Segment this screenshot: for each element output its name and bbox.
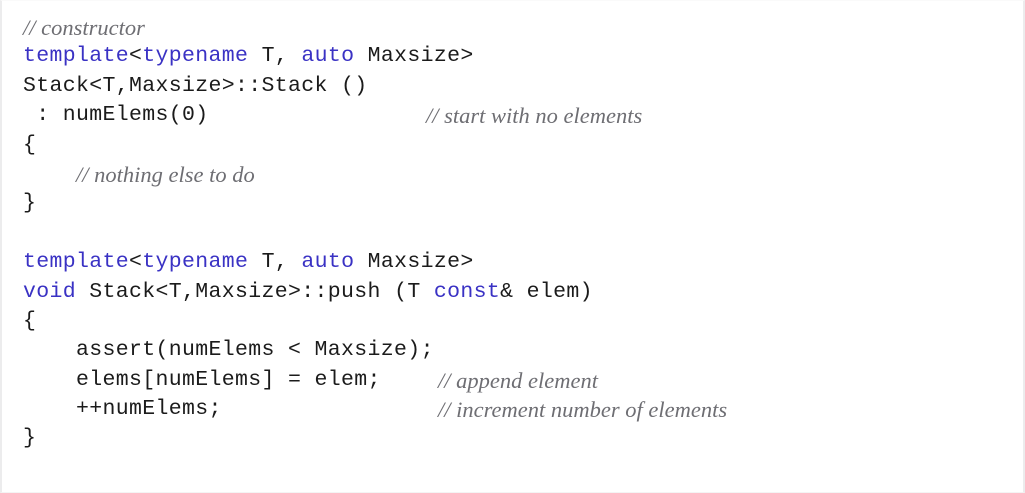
code-keyword: const	[433, 279, 501, 304]
code-text: assert(numElems < Maxsize);	[23, 338, 434, 363]
code-line: {	[2, 307, 1023, 336]
code-trailing-comment: // start with no elements	[426, 103, 643, 129]
code-indent	[23, 165, 76, 189]
code-text: elems[numElems] = elem;	[23, 367, 381, 392]
code-text: Maxsize>	[354, 250, 474, 275]
code-line: elems[numElems] = elem; // append element	[2, 366, 1023, 395]
code-line: template<typename T, auto Maxsize>	[2, 248, 1023, 277]
code-text: & elem)	[500, 279, 593, 304]
code-text: T,	[248, 250, 302, 275]
code-line: assert(numElems < Maxsize);	[2, 336, 1023, 365]
code-text: Stack<T,Maxsize>::Stack ()	[23, 73, 368, 98]
code-trailing-comment: // increment number of elements	[438, 397, 728, 423]
code-line: : numElems(0) // start with no elements	[2, 101, 1023, 130]
code-line	[2, 219, 1023, 248]
code-text: T,	[248, 44, 302, 69]
code-line: template<typename T, auto Maxsize>	[2, 42, 1023, 71]
code-text: <	[129, 250, 143, 275]
code-text: {	[23, 132, 37, 157]
code-text: }	[23, 191, 37, 216]
code-line: void Stack<T,Maxsize>::push (T const& el…	[2, 278, 1023, 307]
code-keyword: template	[23, 250, 130, 275]
code-text: {	[23, 308, 37, 333]
code-line: }	[2, 424, 1023, 453]
code-line: }	[2, 189, 1023, 218]
code-comment: // constructor	[23, 15, 145, 40]
code-keyword: typename	[142, 250, 249, 275]
code-line: Stack<T,Maxsize>::Stack ()	[2, 72, 1023, 101]
code-line: ++numElems; // increment number of elemen…	[2, 395, 1023, 424]
code-text: ++numElems;	[23, 397, 222, 422]
code-text: <	[129, 44, 143, 69]
code-comment: // nothing else to do	[76, 161, 255, 187]
code-text: Maxsize>	[354, 44, 474, 69]
code-trailing-comment: // append element	[438, 367, 598, 393]
code-keyword: template	[23, 44, 130, 69]
code-keyword: typename	[142, 44, 249, 69]
code-line: {	[2, 131, 1023, 160]
code-keyword: auto	[301, 44, 355, 69]
code-text: }	[23, 426, 37, 451]
code-keyword: auto	[301, 250, 355, 275]
code-line: // nothing else to do	[2, 160, 1023, 189]
code-keyword: void	[23, 279, 77, 304]
code-line: // constructor	[2, 13, 1023, 42]
code-text: : numElems(0)	[23, 103, 209, 128]
code-text: Stack<T,Maxsize>::push (T	[76, 279, 434, 304]
